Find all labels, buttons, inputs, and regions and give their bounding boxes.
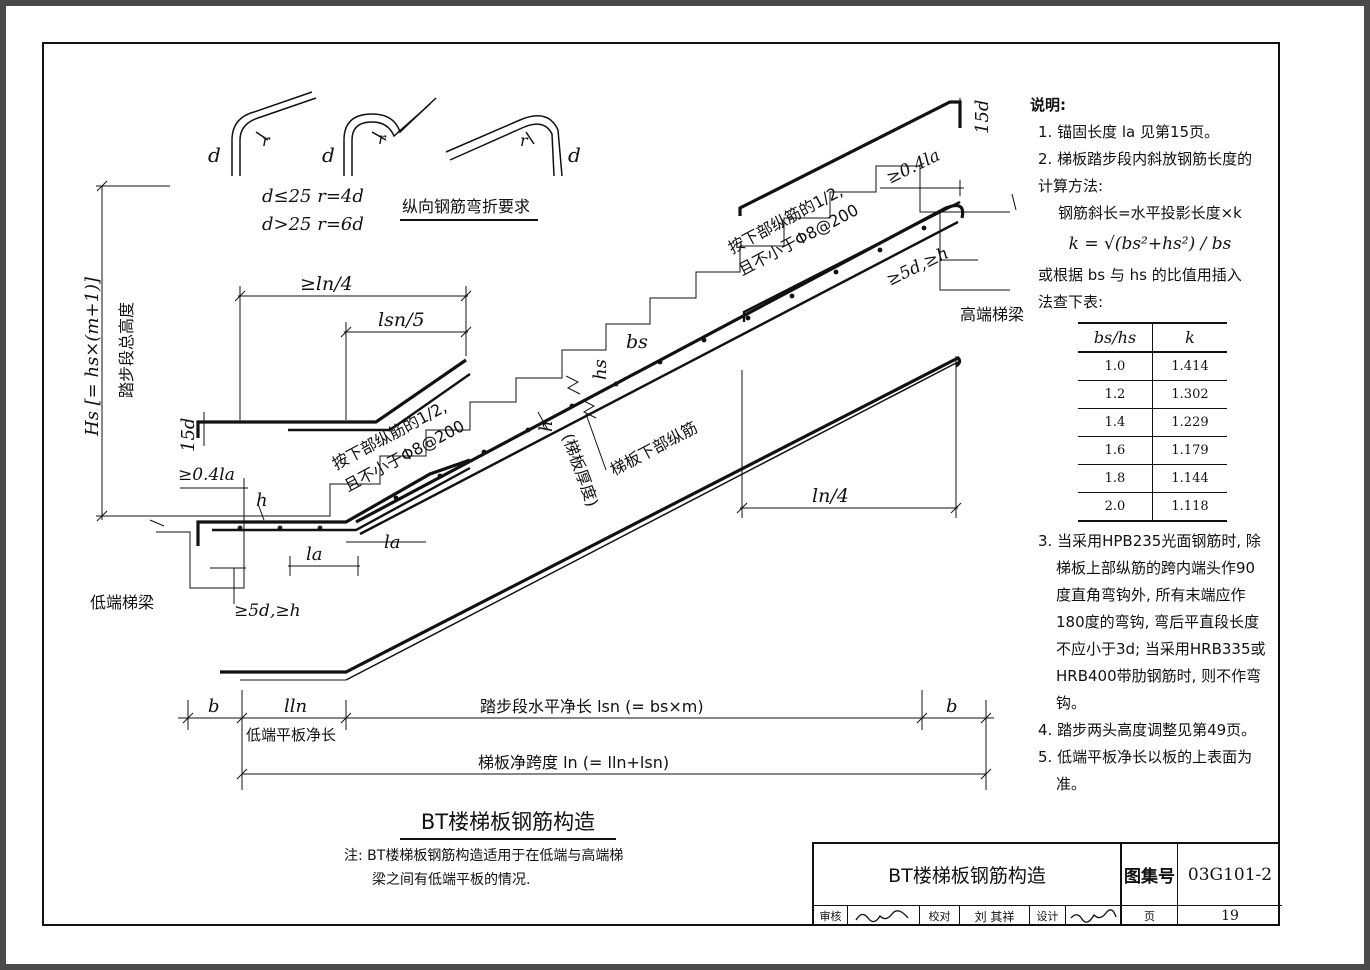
tb-page-number: 19 [1221,908,1239,924]
bend-r-2: r [378,129,387,148]
hs-total-cn-label: 踏步段总高度 [117,302,136,398]
d15-left-label: 15d [178,418,199,452]
table-cell: 1.4 [1078,408,1153,437]
review-signature-image [854,910,908,923]
note-5: 5. 低端平板净长以板的上表面为准。 [1038,748,1253,793]
note-3: 3. 当采用HPB235光面钢筋时, 除梯板上部纵筋的跨内端头作90度直角弯钩外… [1038,532,1266,712]
bend-d-3: d [568,143,581,167]
bend-rule-1: d≤25 r=4d [262,186,364,207]
low-beam-label: 低端梯梁 [90,593,154,612]
d5h-left-label: ≥5d,≥h [234,601,301,621]
bs-label: bs [626,331,648,353]
high-beam-label: 高端梯梁 [960,305,1024,324]
note-2b: 计算方法: [1038,177,1104,195]
distribution-bars [237,225,927,531]
la04-left-label: ≥0.4la [178,465,235,485]
dimension-lines [178,98,994,790]
tb-review-signature [848,906,920,926]
note-2d: 或根据 bs 与 hs 的比值用插入 [1038,266,1242,284]
tb-checker: 刘 其祥 [960,906,1030,926]
table-cell: 1.179 [1152,436,1227,465]
ln4-bottom-label: ln/4 [812,485,849,507]
lln-label: lln [284,696,307,717]
note-2e: 法查下表: [1038,293,1104,311]
b-left-label: b [208,696,220,717]
thickness-label: (梯板厚度) [558,431,602,509]
span-label: 梯板净跨度 ln (= lln+lsn) [478,753,669,772]
title-block: BT楼梯板钢筋构造 图集号 03G101-2 审核 校对 刘 其祥 设计 页 1… [812,842,1282,926]
tb-page-label: 页 [1122,906,1178,926]
tb-design-label: 设计 [1030,906,1066,926]
tb-atlas-number: 03G101-2 [1178,844,1282,906]
tb-atlas-label: 图集号 [1122,844,1178,906]
drawing-frame [42,42,1280,926]
tb-drawing-name: BT楼梯板钢筋构造 [814,844,1122,906]
hs-total-label: Hs [= hs×(m+1)] [82,276,103,437]
note-2c: 钢筋斜长=水平投影长度×k [1058,204,1242,222]
bottom-note: 注: BT楼梯板钢筋构造适用于在低端与高端梯 梁之间有低端平板的情况. [344,844,674,892]
h-left-label: h [256,490,268,511]
k-formula: k = √(bs²+hs²) / bs [1068,234,1232,254]
bend-sketches [231,91,563,177]
la-label-2: la [384,532,401,553]
hs-dimension [96,180,200,522]
table-cell: 2.0 [1078,492,1153,522]
k-table-col-ratio: bs/hs [1078,322,1153,353]
note-2a: 2. 梯板踏步段内斜放钢筋长度的 [1038,150,1253,168]
lsn5-label: lsn/5 [378,309,425,331]
tb-review-label: 审核 [814,906,848,926]
table-cell: 1.144 [1152,464,1227,493]
bottom-bar-label: 梯板下部纵筋 [607,418,701,480]
ln4-top-label: ≥ln/4 [300,273,353,295]
bottom-note-line-2: 梁之间有低端平板的情况. [372,872,531,888]
bend-r-1: r [262,131,271,150]
note-4: 4. 踏步两头高度调整见第49页。 [1038,721,1257,739]
low-plate-label: 低端平板净长 [246,726,336,744]
tb-design-signature [1066,906,1122,926]
bend-d-2: d [322,143,335,167]
note-1: 1. 锚固长度 la 见第15页。 [1038,123,1220,141]
table-cell: 1.414 [1152,352,1227,381]
bend-rule-2: d>25 r=6d [262,214,364,235]
d15-right-label: 15d [972,100,993,134]
bend-r-3: r [520,131,529,150]
bend-caption: 纵向钢筋弯折要求 [402,197,530,216]
d5h-right-label: ≥5d,≥h [883,243,952,290]
table-cell: 1.229 [1152,408,1227,437]
design-signature-image [1070,909,1117,923]
table-cell: 1.6 [1078,436,1153,465]
table-cell: 1.118 [1152,492,1227,522]
table-cell: 1.2 [1078,380,1153,409]
bend-d-1: d [208,143,221,167]
table-cell: 1.0 [1078,352,1153,381]
la-label-1: la [306,544,323,565]
h-mid-label: h [536,420,557,432]
bottom-note-line-1: 注: BT楼梯板钢筋构造适用于在低端与高端梯 [344,848,624,864]
b-right-label: b [946,696,958,717]
k-table-col-k: k [1152,322,1227,353]
la04-right-label: ≥0.4la [883,146,943,189]
hs-label: hs [590,359,611,380]
drawing-title: BT楼梯板钢筋构造 [400,806,616,840]
tb-check-label: 校对 [920,906,960,926]
notes-head: 说明: [1030,96,1066,114]
table-cell: 1.8 [1078,464,1153,493]
step-length-label: 踏步段水平净长 lsn (= bs×m) [480,697,704,716]
table-cell: 1.302 [1152,380,1227,409]
explanation-notes: 说明: 1. 锚固长度 la 见第15页。 2. 梯板踏步段内斜放钢筋长度的 计… [1030,92,1270,798]
k-table-header: bs/hs k [1078,322,1227,353]
